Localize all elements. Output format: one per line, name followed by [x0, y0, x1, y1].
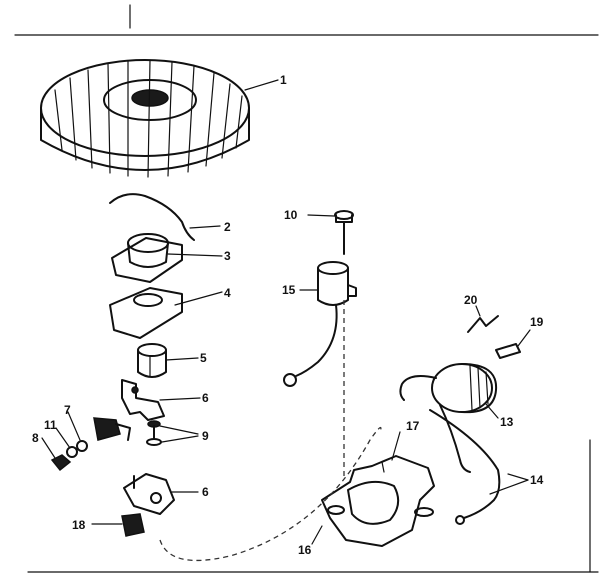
- callout-11: 11: [44, 418, 57, 432]
- callout-9: 9: [202, 429, 209, 443]
- long-screw-part: [307, 210, 354, 255]
- callout-13: 13: [500, 415, 514, 429]
- callout-1: 1: [280, 73, 287, 87]
- screw-washer-part: [146, 420, 199, 446]
- callout-5: 5: [200, 351, 207, 365]
- callout-2: 2: [224, 220, 231, 234]
- callout-18: 18: [72, 518, 86, 532]
- armature-mount-part: [311, 431, 435, 547]
- coil-part: [399, 363, 499, 473]
- small-block-part: [91, 513, 145, 537]
- breaker-bracket-part: [121, 379, 201, 421]
- plate-part: [109, 287, 223, 339]
- flywheel-part: [40, 59, 279, 178]
- condenser-part: [283, 261, 357, 387]
- callout-10: 10: [284, 208, 298, 222]
- callout-15: 15: [282, 283, 296, 297]
- callout-8: 8: [32, 431, 39, 445]
- tab-part: [495, 329, 531, 359]
- callout-19: 19: [530, 315, 544, 329]
- base-plate-part: [123, 473, 199, 515]
- callout-17: 17: [406, 419, 420, 433]
- hub-bushing-part: [111, 233, 223, 283]
- lead-wire-part: [429, 409, 529, 525]
- callout-6-lower: 6: [202, 485, 209, 499]
- callout-14: 14: [530, 473, 544, 487]
- callout-4: 4: [224, 286, 231, 300]
- callout-20: 20: [464, 293, 478, 307]
- assembly-line-curve: [159, 426, 382, 562]
- callout-3: 3: [224, 249, 231, 263]
- cam-bushing-part: [137, 343, 199, 378]
- callout-16: 16: [298, 543, 312, 557]
- callout-6-upper: 6: [202, 391, 209, 405]
- callout-7: 7: [64, 403, 71, 417]
- points-assembly-part: [41, 411, 131, 472]
- spring-clip-part: [109, 193, 221, 241]
- wire-clip-part: [467, 305, 499, 333]
